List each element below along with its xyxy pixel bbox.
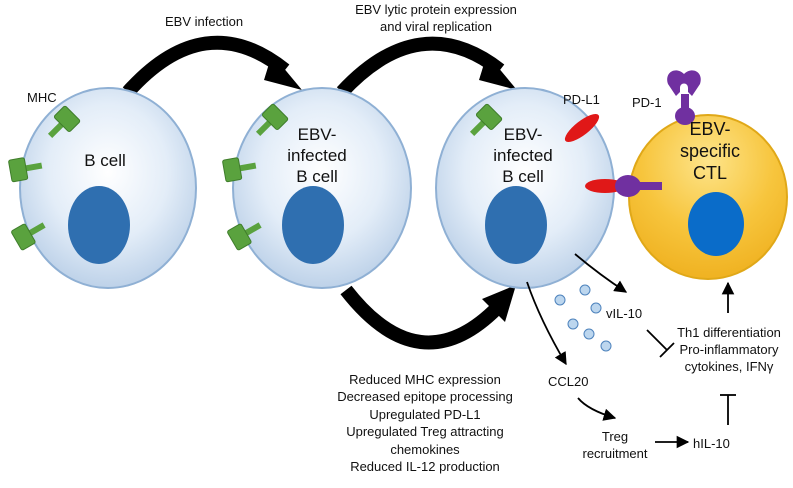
curved-arrow-infection	[122, 35, 302, 97]
infected-cell-2-line3: B cell	[502, 167, 544, 186]
cytokine-vesicle-icon	[590, 302, 602, 314]
label-th1-differentiation: Th1 differentiation Pro-inflammatory cyt…	[666, 324, 792, 375]
cytokine-vesicle-icon	[567, 318, 579, 330]
cytokine-vesicle-icon	[583, 328, 595, 340]
label-lytic-expression: EBV lytic protein expression and viral r…	[333, 1, 539, 35]
infected-cell-2-line1: EBV-	[503, 125, 543, 144]
infected-cell-2-line2: infected	[493, 146, 553, 165]
pd-l1-ligand-icon	[585, 179, 625, 193]
infected-cell-1-line2: infected	[287, 146, 347, 165]
b-cell-label: B cell	[84, 151, 126, 170]
mhc-receptor-icon	[222, 157, 257, 183]
ctl-line3: CTL	[692, 163, 727, 183]
mechanism-item: Reduced MHC expression	[349, 372, 501, 387]
label-th1-line3: cytokines, IFNγ	[684, 359, 774, 374]
ctl-line1: EBV-	[689, 119, 731, 139]
ebv-specific-ctl	[628, 114, 788, 280]
label-pd-l1: PD-L1	[563, 92, 600, 107]
label-lytic-line2: and viral replication	[379, 19, 492, 34]
cytokine-vesicle-icon	[579, 284, 591, 296]
infected-cell-1-line1: EBV-	[297, 125, 337, 144]
curved-arrow-immune-evasion	[340, 285, 516, 350]
mechanism-item: Reduced IL-12 production	[350, 459, 500, 475]
infected-cell-1-line3: B cell	[296, 167, 338, 186]
pd-1-receptor-icon	[667, 70, 701, 125]
b-cell-nucleus	[68, 186, 130, 264]
ctl-line2: specific	[679, 141, 741, 161]
infected-cell-nucleus	[485, 186, 547, 264]
label-pd-1: PD-1	[632, 95, 662, 110]
ctl-label: EBV- specific CTL	[660, 118, 760, 184]
mhc-receptor-icon	[227, 222, 262, 251]
mechanism-item: Decreased epitope processing	[337, 389, 513, 405]
cytokine-vesicle-icon	[554, 294, 566, 306]
mhc-receptor-icon	[255, 103, 289, 137]
arrow-to-ccl20	[526, 281, 567, 366]
immune-evasion-mechanisms: Reduced MHC expression Decreased epitope…	[300, 371, 550, 475]
infected-cell-1-label: EBV- infected B cell	[262, 124, 372, 187]
ctl-nucleus	[688, 192, 744, 256]
pd-l1-ligand-icon	[564, 113, 600, 143]
label-th1-line1: Th1 differentiation	[677, 325, 781, 340]
label-th1-line2: Pro-inflammatory	[679, 342, 779, 357]
mechanism-item: Upregulated Treg attracting	[346, 424, 504, 440]
cytokine-vesicles	[554, 284, 612, 352]
cytokine-vesicle-icon	[600, 340, 612, 352]
infected-cell-nucleus	[282, 186, 344, 264]
label-ebv-infection: EBV infection	[165, 14, 244, 29]
infected-cell-2-label: EBV- infected B cell	[468, 124, 578, 187]
label-mhc: MHC	[27, 90, 57, 105]
b-cell	[19, 87, 197, 289]
label-treg-recruitment: Treg recruitment	[570, 428, 660, 462]
arrow-to-vil10	[574, 253, 628, 293]
curved-arrow-lytic	[336, 36, 517, 97]
mechanism-item: Upregulated PD-L1	[369, 406, 481, 422]
label-treg-line2: recruitment	[582, 446, 648, 461]
label-treg-line1: Treg	[601, 429, 629, 444]
label-hil10: hIL-10	[693, 436, 730, 451]
inhibition-vil10	[646, 329, 675, 358]
mhc-receptor-icon	[8, 157, 43, 183]
label-vil10: vIL-10	[606, 306, 643, 321]
arrow-ccl20-to-treg	[577, 397, 617, 421]
mechanism-item: chemokines	[390, 441, 460, 457]
pd-1-receptor-icon	[615, 175, 662, 197]
mhc-receptor-icon	[11, 222, 46, 251]
label-ccl20: CCL20	[548, 374, 589, 389]
mhc-receptor-icon	[47, 105, 81, 139]
mhc-receptor-icon	[469, 103, 503, 137]
ebv-infected-b-cell-1	[232, 87, 412, 289]
inhibition-hil10	[720, 394, 736, 425]
label-lytic-line1: EBV lytic protein expression	[355, 2, 517, 17]
